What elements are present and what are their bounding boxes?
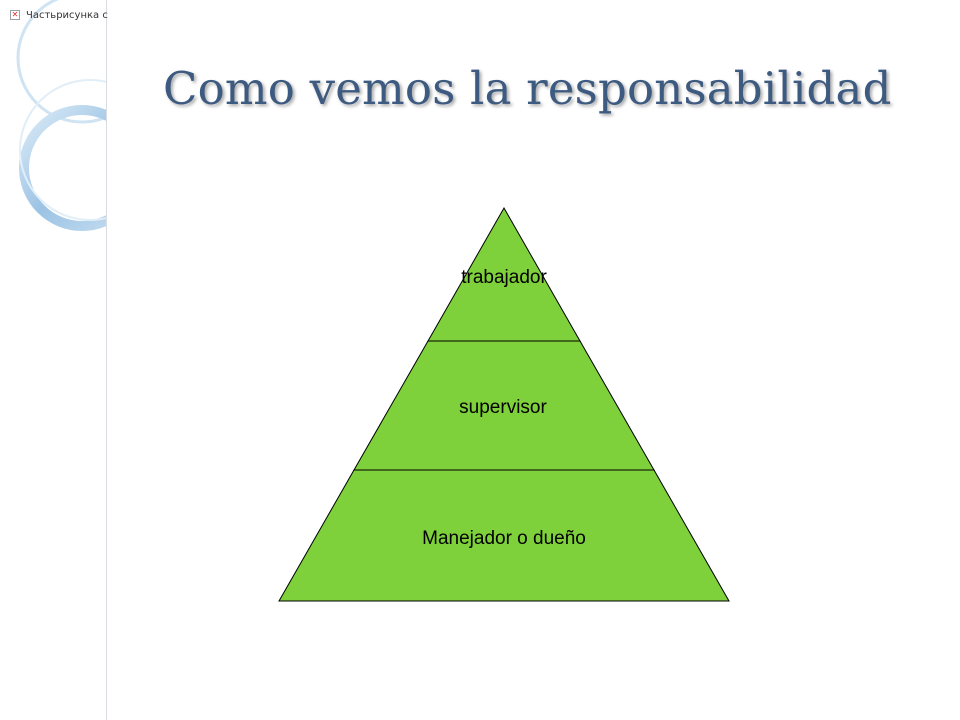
pyramid-tier-bottom (278, 469, 730, 602)
decorative-rings-icon (16, 0, 106, 231)
broken-image-icon: ✕ (10, 10, 20, 20)
broken-image-placeholder: ✕ Частьрисунка с (10, 8, 108, 22)
pyramid-tier-label: supervisor (459, 397, 547, 418)
pyramid-tier-label: Manejador o dueño (422, 528, 586, 549)
pyramid-tier-label: trabajador (461, 267, 547, 288)
slide-title: Como vemos la responsabilidad (163, 62, 892, 115)
broken-image-text: Частьрисунка с (26, 9, 108, 21)
